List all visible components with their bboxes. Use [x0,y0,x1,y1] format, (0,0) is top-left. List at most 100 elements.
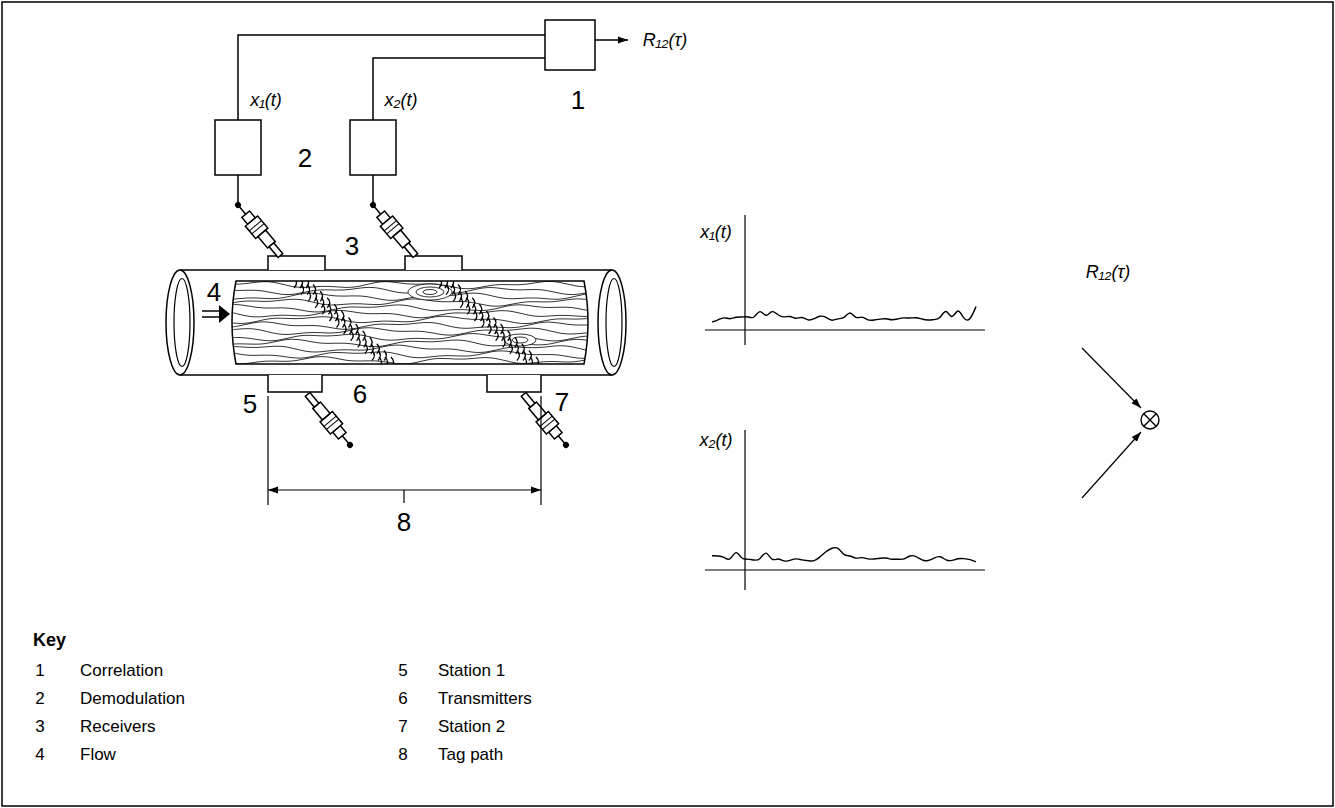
pipe-end [166,270,194,375]
callout-number: 5 [243,391,257,417]
streamline [232,316,592,323]
flow-tag [294,278,297,288]
legend-entry: Station 2 [438,718,505,735]
flow-tag [329,311,332,321]
flow-tag [372,350,375,360]
chart-axis [705,569,985,570]
key-number: 1 [35,662,44,679]
flow-tag [510,344,512,354]
legend-entry: Demodulation [80,690,185,707]
legend-entry: Receivers [80,718,156,735]
callout-number: 7 [555,389,569,415]
streamline [232,299,592,306]
streamline [232,339,592,346]
signal-label: x₂(t) [700,431,733,449]
demodulator-box [215,120,261,175]
key-number: 3 [35,718,44,735]
pipe-wall [180,374,612,376]
key-number: 6 [398,690,407,707]
flow-tag [496,331,499,341]
flow-tag [315,298,318,308]
product-arrow [1082,348,1141,408]
signal-label: x₂(t) [385,91,418,109]
chart-axis [744,430,745,590]
transmitter-probe [517,389,574,452]
flow-tag [358,337,361,347]
callout-number: 4 [207,279,221,305]
dimension-tick [403,490,404,503]
key-number: 2 [35,690,44,707]
flow-tag [460,298,463,308]
receiver-probe [365,198,422,261]
signal-label: x₁(t) [250,91,282,109]
callout-number: 1 [571,87,585,113]
multiply-symbol [1141,411,1159,429]
chart-axis [744,215,745,345]
transmitter-probe [301,389,358,452]
sensor-stub [487,375,541,392]
callout-number: 3 [345,233,359,259]
multiply-symbol [1144,414,1157,427]
dimension-extension [540,396,541,505]
dimension-extension [267,396,268,505]
flow-tag [503,337,506,347]
callout-number: 6 [353,381,367,407]
eddy [512,337,528,343]
flow-arrow [219,305,230,323]
streamline [232,328,592,335]
streamline [232,304,592,312]
pipe-end-bore [174,279,190,367]
eddy [423,290,437,295]
flow-tag [489,324,492,334]
flow-tag [308,291,311,301]
key-number: 7 [398,718,407,735]
flow-tag [517,350,520,360]
signal-wire [237,175,239,205]
key-number: 5 [398,662,407,679]
key-number: 8 [398,746,407,763]
flow-tag [439,278,442,288]
flow-tag [379,357,382,367]
signal-wire [372,175,374,205]
callout-number: 2 [298,145,312,171]
pipe-end-bore [606,279,622,367]
chart-axis [705,329,985,330]
legend-heading: Key [33,631,66,649]
demodulator-box [350,120,396,175]
sensor-stub [268,256,325,270]
flow-tag [524,357,527,367]
flow-tag [536,357,539,367]
flow-tag [344,324,347,334]
callout-number: 8 [397,509,411,535]
flow-tag [301,285,304,295]
sensor-stub [268,375,322,392]
flow-tag [474,311,477,321]
flow-tag [322,304,325,314]
eddy [416,287,444,297]
flow-texture [232,278,592,367]
signal-label: R₁₂(τ) [1086,263,1130,281]
flow-tag [446,285,449,295]
eddy [408,284,452,300]
legend-entry: Tag path [438,746,503,763]
flow-tag [385,357,388,367]
flow-tag [530,357,533,367]
legend-entry: Correlation [80,662,163,679]
flow-tag [391,357,394,367]
correlator-box [545,20,595,70]
signal-wire [373,58,545,120]
output-arrow [595,39,628,41]
signal-wire [238,35,545,120]
flow-tag [365,344,368,354]
legend-entry: Transmitters [438,690,532,707]
flow-tag [467,304,470,314]
flow-tag [337,318,340,328]
product-arrow [1082,432,1141,498]
legend-entry: Station 1 [438,662,505,679]
streamline [232,310,592,317]
pipe-end [598,270,626,375]
streamline [232,345,592,352]
